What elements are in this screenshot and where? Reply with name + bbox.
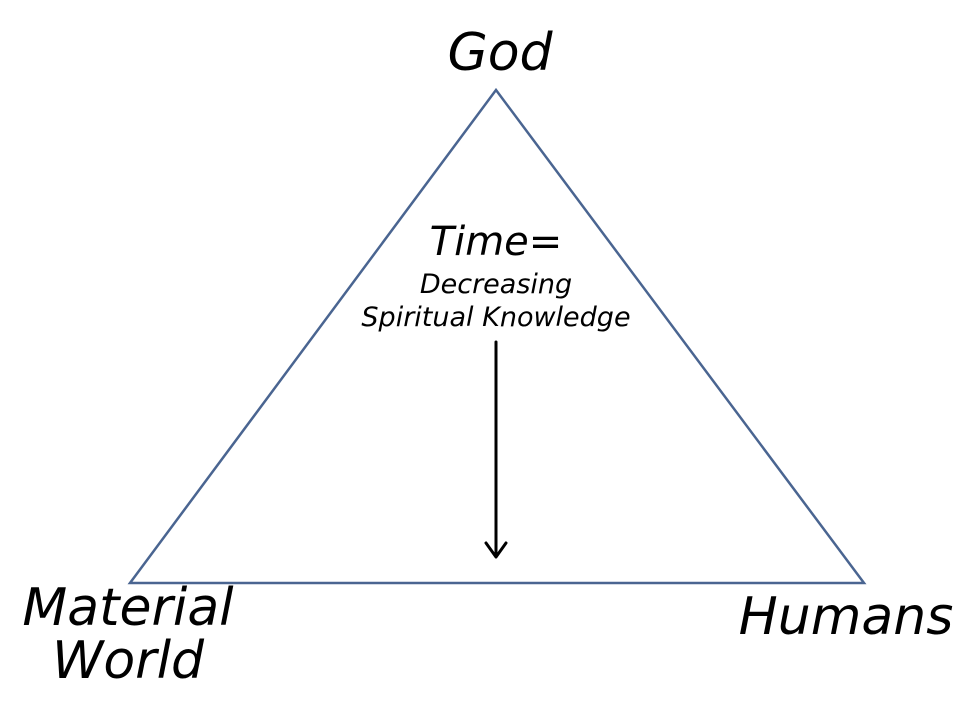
down-arrow-head [484,541,508,559]
center-note-heading: Time= [430,219,563,265]
triangle-outline [127,87,867,585]
node-god-label: God [447,23,553,83]
node-humans-label: Humans [739,587,954,647]
node-material-world-line2: World [52,631,205,691]
center-note-line1: Decreasing [420,269,572,300]
center-note-line2: Spiritual Knowledge [361,302,630,333]
node-material-world-line1: Material [22,578,234,638]
